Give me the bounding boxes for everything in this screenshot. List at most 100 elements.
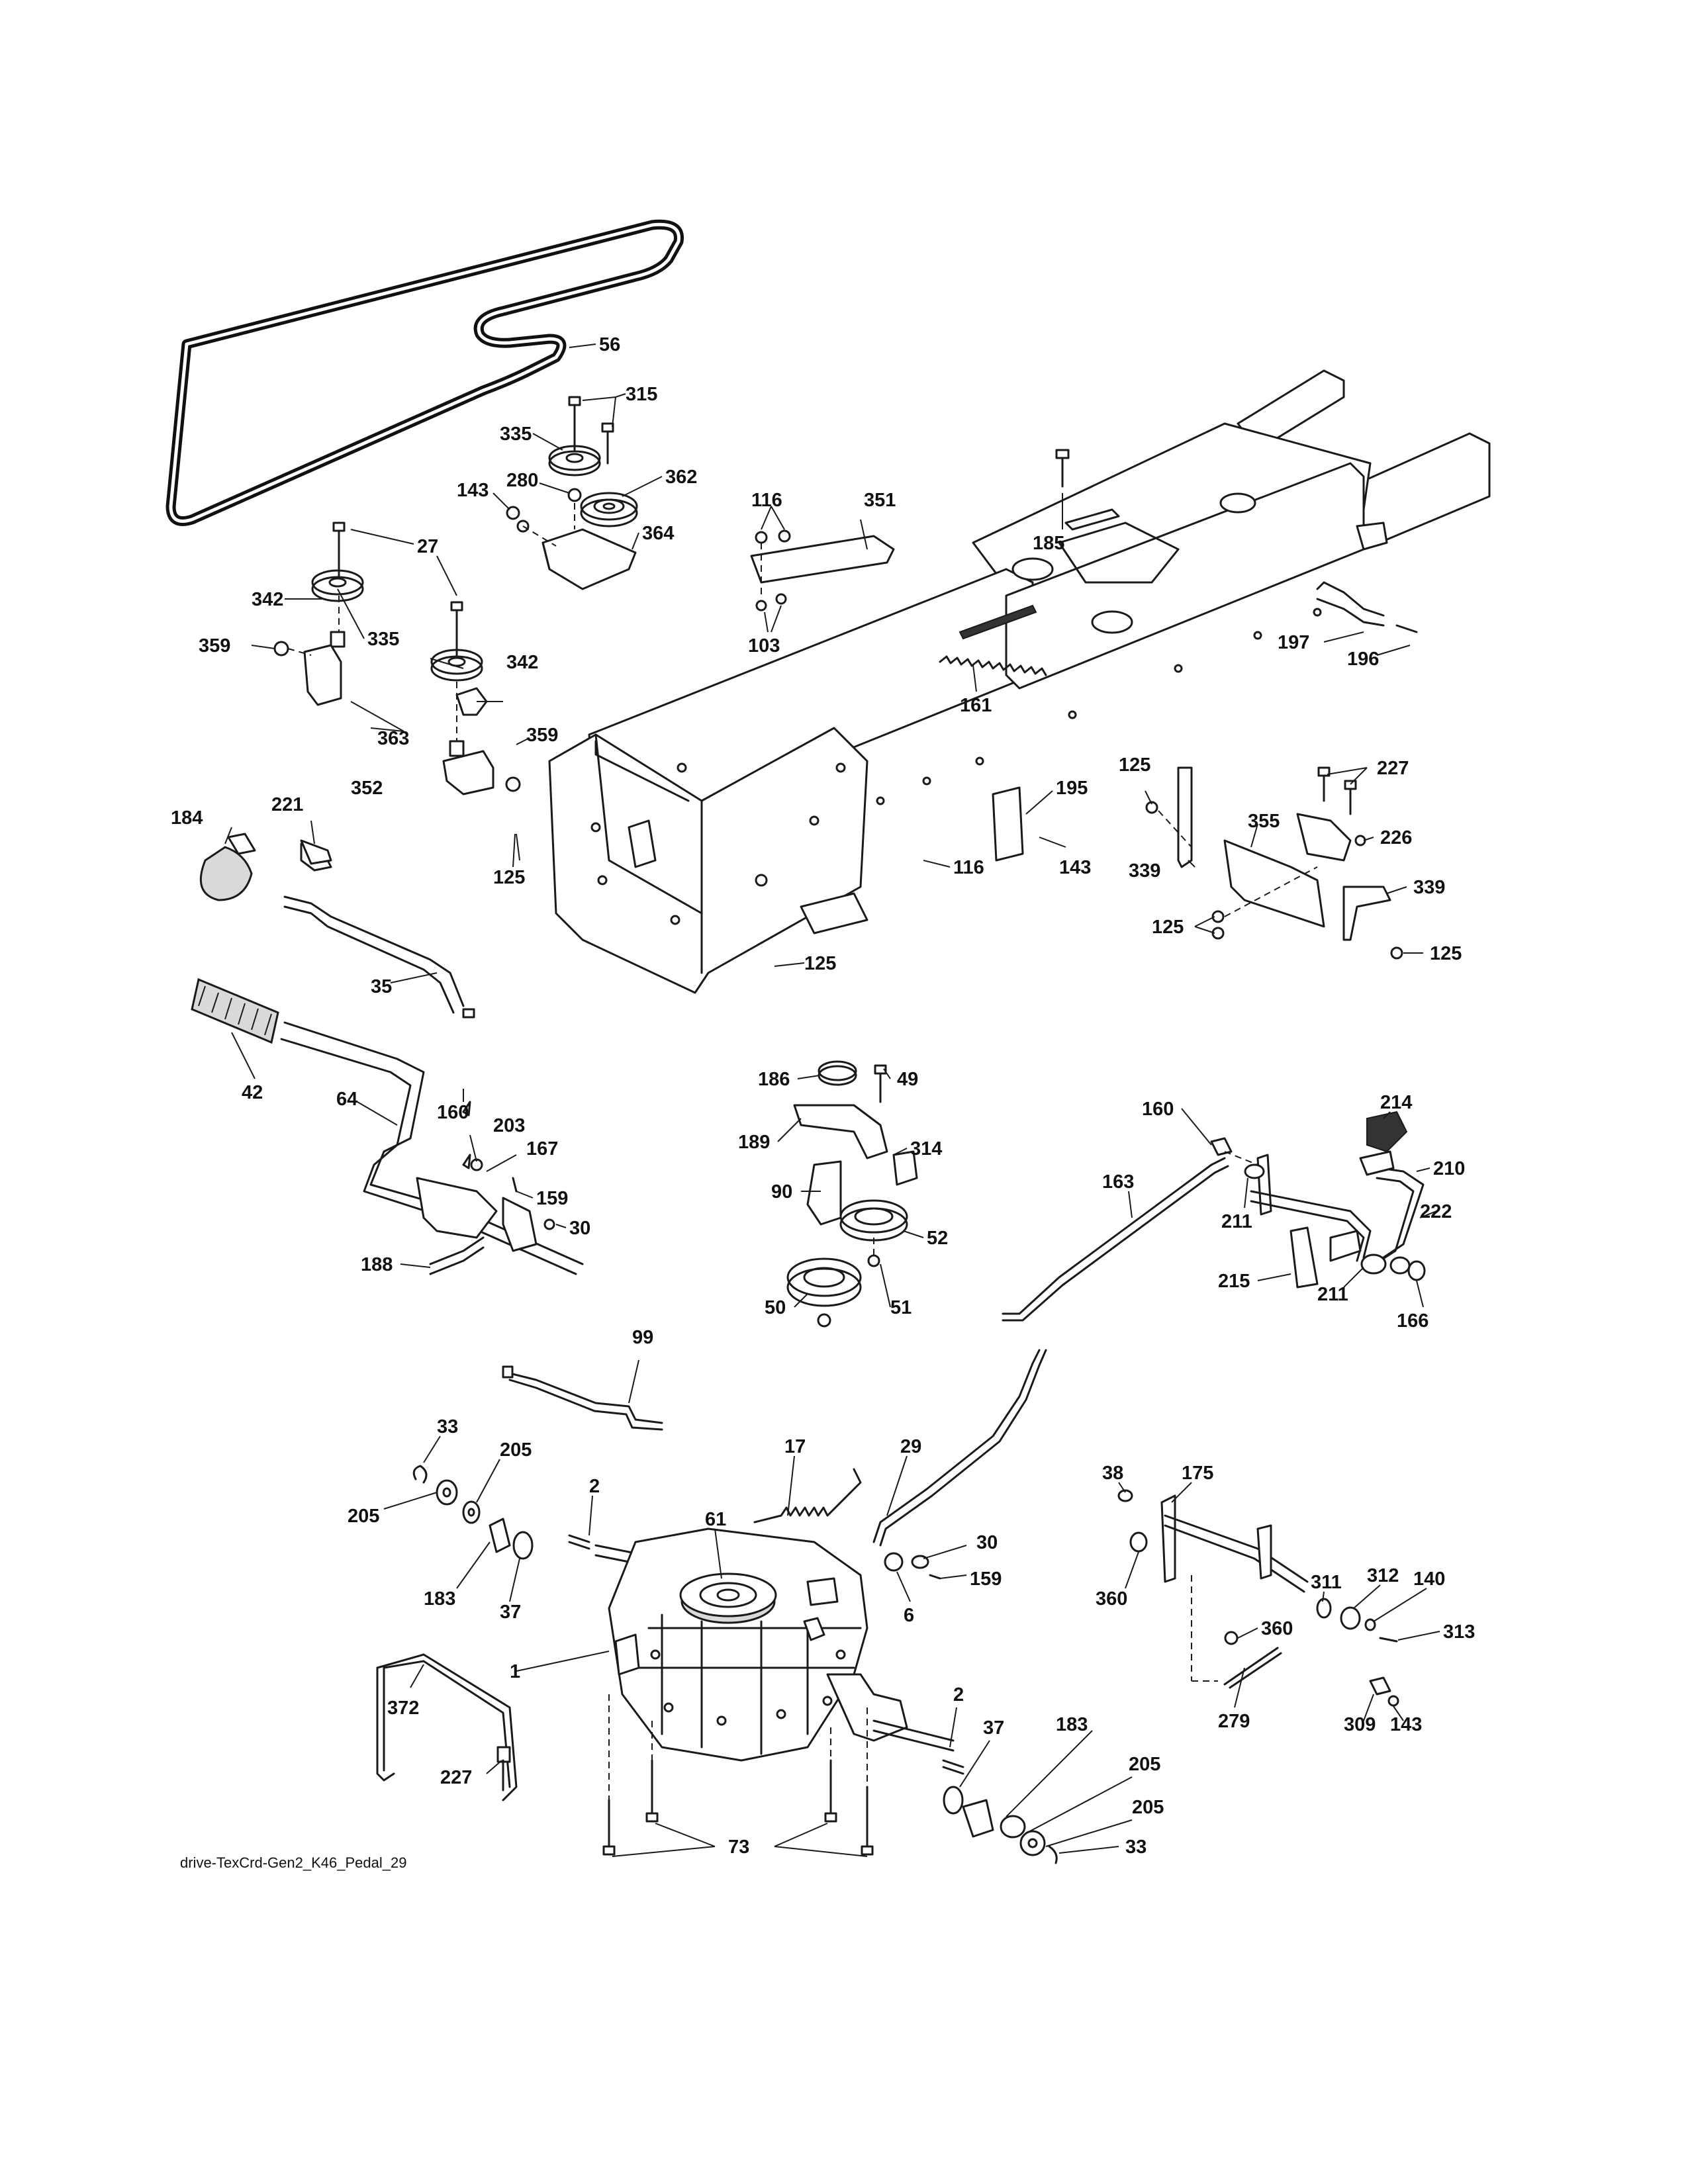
- label-313: 313: [1443, 1621, 1475, 1643]
- label-339: 339: [1413, 877, 1445, 898]
- label-37: 37: [500, 1602, 521, 1623]
- transaxle: [594, 1527, 955, 1762]
- label-125: 125: [493, 867, 525, 888]
- label-226: 226: [1380, 827, 1412, 848]
- label-211: 211: [1221, 1211, 1252, 1232]
- label-342: 342: [506, 652, 538, 673]
- label-372: 372: [387, 1698, 419, 1719]
- label-161: 161: [960, 695, 992, 716]
- label-73: 73: [728, 1837, 749, 1858]
- label-159: 159: [970, 1569, 1002, 1590]
- label-17: 17: [784, 1436, 806, 1457]
- label-183: 183: [424, 1588, 455, 1610]
- grip-42: [191, 978, 279, 1044]
- lever-assembly-175: [1117, 1489, 1399, 1707]
- spring-161: [939, 655, 1047, 676]
- spring-17: [753, 1468, 862, 1524]
- label-222: 222: [1420, 1201, 1452, 1222]
- diagram-caption: drive-TexCrd-Gen2_K46_Pedal_29: [180, 1854, 406, 1871]
- clip-221: [300, 839, 332, 865]
- label-352: 352: [351, 778, 383, 799]
- label-355: 355: [1248, 811, 1280, 832]
- label-143: 143: [1390, 1714, 1422, 1735]
- tractor-frame: [548, 369, 1491, 994]
- label-185: 185: [1033, 533, 1064, 554]
- label-210: 210: [1433, 1158, 1465, 1179]
- label-143: 143: [1059, 857, 1091, 878]
- right-axle-hardware: [942, 1759, 1058, 1864]
- label-227: 227: [1377, 758, 1409, 779]
- left-axle-hardware: [412, 1465, 590, 1560]
- label-335: 335: [500, 424, 532, 445]
- label-221: 221: [271, 794, 303, 815]
- label-279: 279: [1218, 1711, 1250, 1732]
- knob-184: [199, 833, 256, 901]
- label-35: 35: [371, 976, 392, 997]
- label-359: 359: [526, 725, 558, 746]
- label-315: 315: [626, 384, 657, 405]
- label-42: 42: [242, 1082, 263, 1103]
- bypass-rod-372: [376, 1653, 518, 1801]
- label-125: 125: [1152, 917, 1184, 938]
- upper-idler-assembly: [506, 396, 638, 590]
- label-342: 342: [252, 589, 283, 610]
- label-1: 1: [510, 1661, 520, 1682]
- label-61: 61: [705, 1509, 726, 1530]
- label-143: 143: [457, 480, 489, 501]
- label-188: 188: [361, 1254, 393, 1275]
- label-49: 49: [897, 1069, 918, 1090]
- label-116: 116: [751, 490, 782, 511]
- label-30: 30: [569, 1218, 590, 1239]
- label-205: 205: [1132, 1797, 1164, 1818]
- brake-pedal-assembly: [1002, 1111, 1426, 1322]
- label-360: 360: [1096, 1588, 1127, 1610]
- center-idler-assembly: [786, 1060, 918, 1328]
- rear-bumper-brackets: [1145, 766, 1403, 960]
- label-362: 362: [665, 467, 697, 488]
- label-205: 205: [500, 1439, 532, 1461]
- drive-belt: [165, 219, 684, 526]
- label-37: 37: [983, 1717, 1004, 1739]
- label-363: 363: [377, 728, 409, 749]
- shift-lever-64: [280, 1021, 584, 1275]
- label-52: 52: [927, 1228, 948, 1249]
- label-125: 125: [1430, 943, 1462, 964]
- label-364: 364: [642, 523, 674, 544]
- label-27: 27: [417, 536, 438, 557]
- label-159: 159: [536, 1188, 568, 1209]
- label-166: 166: [1397, 1310, 1429, 1332]
- label-33: 33: [437, 1416, 458, 1437]
- label-335: 335: [367, 629, 399, 650]
- label-359: 359: [199, 635, 230, 657]
- label-56: 56: [599, 334, 620, 355]
- axle-bolts-73: [602, 1694, 874, 1856]
- label-203: 203: [493, 1115, 525, 1136]
- lower-idler-assembly: [273, 522, 521, 796]
- label-314: 314: [910, 1138, 942, 1160]
- label-51: 51: [890, 1297, 912, 1318]
- part-number-labels: 56 315 335 280 362 143 364 27 342 335 35…: [171, 334, 1475, 1858]
- label-29: 29: [900, 1436, 921, 1457]
- label-205: 205: [1129, 1754, 1160, 1775]
- label-205: 205: [348, 1506, 379, 1527]
- bracket-351: [750, 529, 895, 612]
- label-116: 116: [953, 857, 984, 878]
- label-189: 189: [738, 1132, 770, 1153]
- label-186: 186: [758, 1069, 790, 1090]
- label-160: 160: [437, 1102, 469, 1123]
- rod-29: [872, 1349, 1047, 1580]
- label-339: 339: [1129, 860, 1160, 882]
- label-160: 160: [1142, 1099, 1174, 1120]
- label-140: 140: [1413, 1569, 1445, 1590]
- label-309: 309: [1344, 1714, 1376, 1735]
- leader-lines: [224, 343, 1440, 1857]
- label-2: 2: [953, 1684, 964, 1706]
- label-125: 125: [1119, 754, 1150, 776]
- label-360: 360: [1261, 1618, 1293, 1639]
- label-163: 163: [1102, 1171, 1134, 1193]
- label-6: 6: [904, 1605, 914, 1626]
- label-2: 2: [589, 1476, 600, 1497]
- label-351: 351: [864, 490, 896, 511]
- label-211: 211: [1317, 1284, 1348, 1305]
